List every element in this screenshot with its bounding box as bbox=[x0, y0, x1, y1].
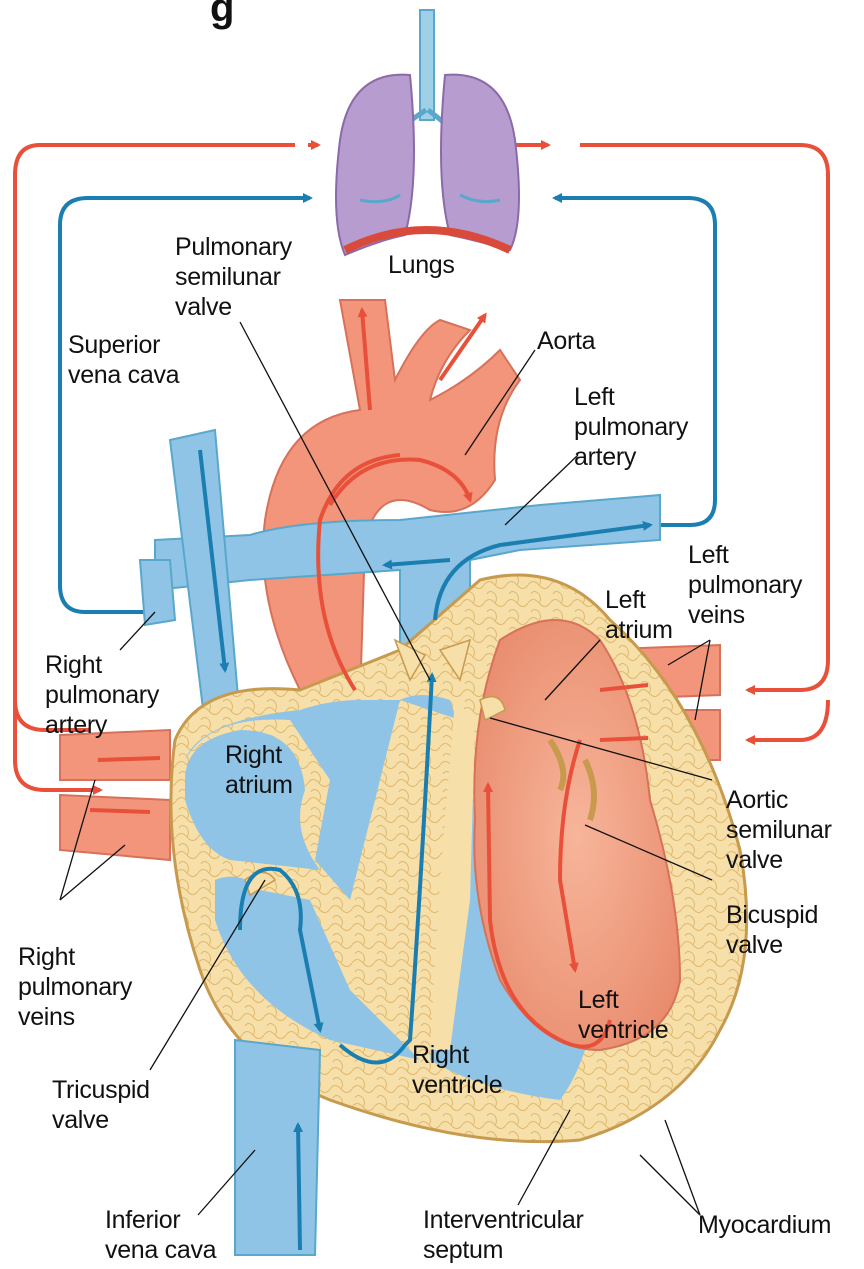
lungs-illustration bbox=[336, 10, 519, 255]
label-superior-vena-cava: Superior vena cava bbox=[68, 330, 179, 390]
inferior-vena-cava-shape bbox=[235, 1040, 320, 1255]
label-pulmonary-semilunar-valve: Pulmonary semilunar valve bbox=[175, 232, 292, 322]
label-aorta: Aorta bbox=[537, 326, 595, 356]
label-aortic-semilunar-valve: Aortic semilunar valve bbox=[726, 785, 832, 875]
label-lungs: Lungs bbox=[388, 250, 455, 280]
label-right-ventricle: Right ventricle bbox=[412, 1040, 502, 1100]
label-right-atrium: Right atrium bbox=[225, 740, 293, 800]
label-bicuspid-valve: Bicuspid valve bbox=[726, 900, 818, 960]
label-interventricular-septum: Interventricular septum bbox=[423, 1205, 584, 1265]
label-left-pulmonary-veins: Left pulmonary veins bbox=[688, 540, 802, 630]
label-left-pulmonary-artery: Left pulmonary artery bbox=[574, 382, 688, 472]
label-tricuspid-valve: Tricuspid valve bbox=[52, 1075, 150, 1135]
label-right-pulmonary-veins: Right pulmonary veins bbox=[18, 942, 132, 1032]
label-right-pulmonary-artery: Right pulmonary artery bbox=[45, 650, 159, 740]
label-inferior-vena-cava: Inferior vena cava bbox=[105, 1205, 216, 1265]
label-left-ventricle: Left ventricle bbox=[578, 985, 668, 1045]
label-myocardium: Myocardium bbox=[698, 1210, 831, 1240]
label-left-atrium: Left atrium bbox=[605, 585, 673, 645]
